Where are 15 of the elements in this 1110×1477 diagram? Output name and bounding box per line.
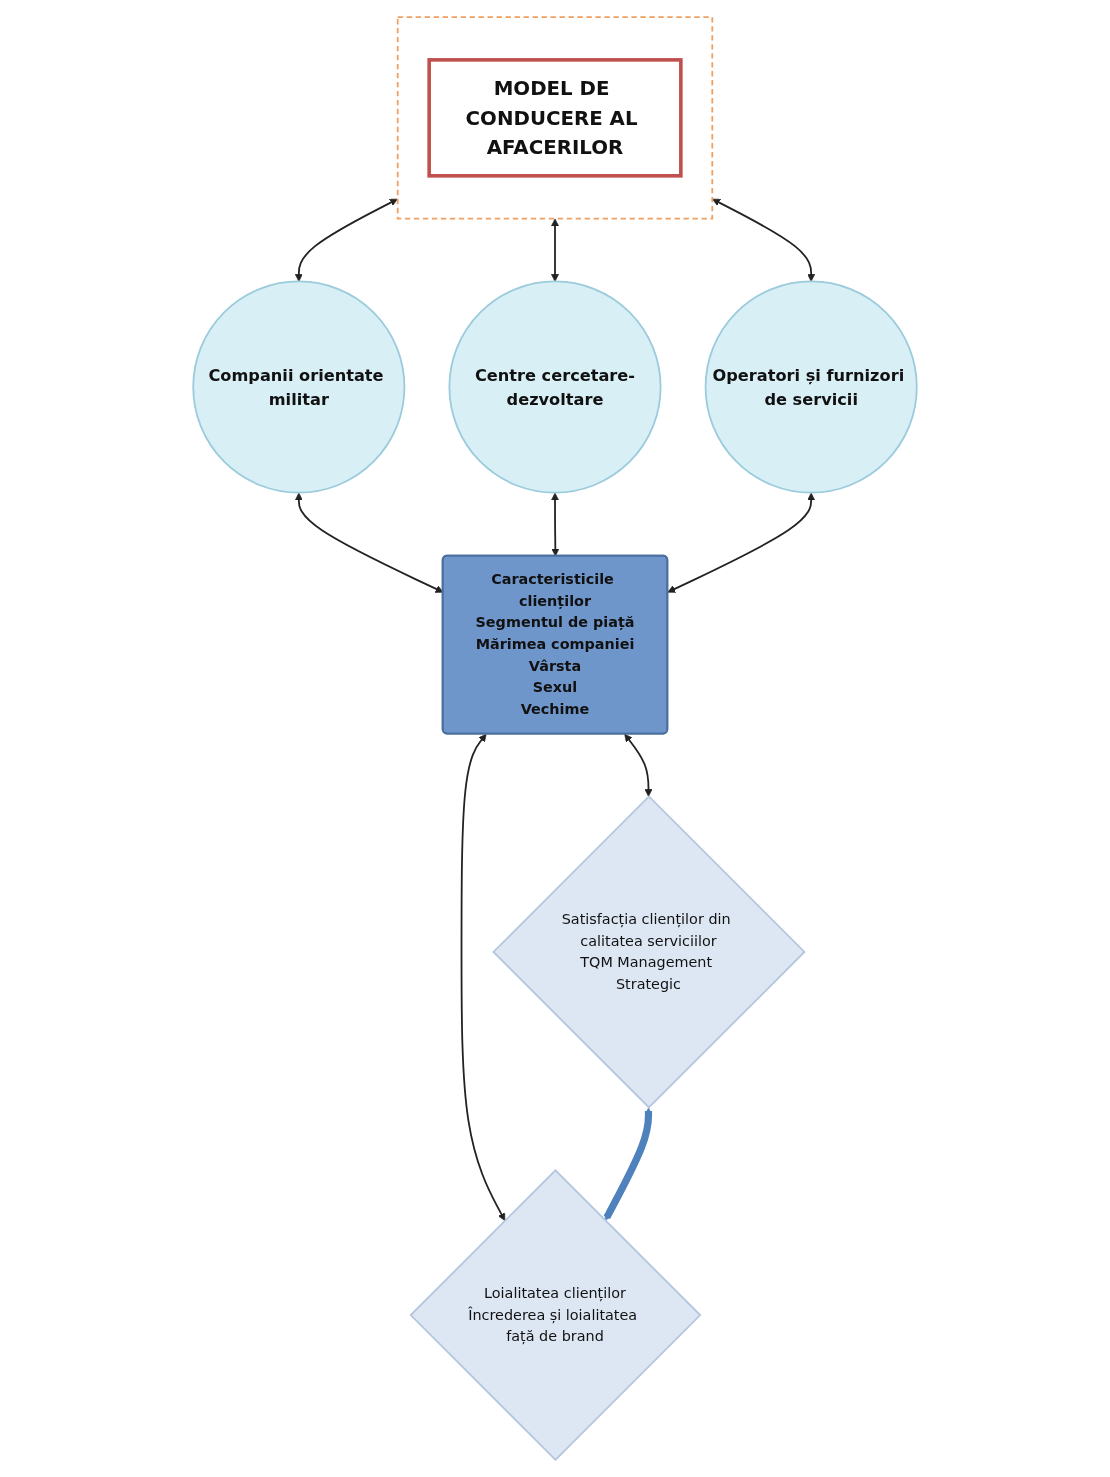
node-circle: Companii orientate militar [192,280,406,494]
node-diamond: Loialitatea clienților Încrederea și loialitatea față de brand [409,1169,702,1462]
arrow [624,733,653,797]
arrow [551,492,560,557]
arrow [603,1107,653,1221]
arrow [667,492,816,593]
arrow [712,198,816,282]
arrow [294,198,398,282]
node-circle: Centre cercetare-dezvoltare [448,280,662,494]
node-diamond: Satisfacția clienților din calitatea serviciilor TQM Management Strategic [492,795,806,1109]
node-circle: Operatori și furnizori de servicii [704,280,918,494]
arrow [460,733,506,1221]
arrow [551,218,559,282]
cluster [396,16,714,220]
node-box: MODEL DE CONDUCERE AL AFACERILOR [427,58,683,178]
